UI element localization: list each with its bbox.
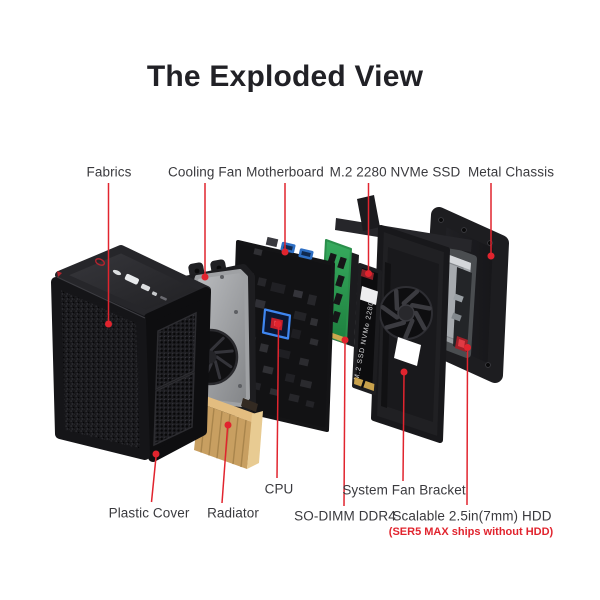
leader-dot-cpu [274, 320, 282, 328]
label-hdd: Scalable 2.5in(7mm) HDD [392, 508, 552, 524]
bracket-fan-blades [380, 288, 432, 340]
leader-dot-fabrics [105, 320, 112, 328]
power-button [94, 258, 106, 266]
label-motherboard: Motherboard [246, 164, 324, 180]
label-plastic-cover: Plastic Cover [108, 505, 190, 521]
leader-dot-bracket [400, 368, 408, 376]
label-m2-ssd: M.2 2280 NVMe SSD [329, 164, 461, 180]
leader-dot-m2-ssd [365, 270, 372, 277]
label-metal-chassis: Metal Chassis [467, 164, 555, 180]
leader-line-plastic-cover [150, 456, 157, 503]
label-hdd-note: (SER5 MAX ships without HDD) [388, 526, 554, 538]
leader-line-cpu [276, 326, 280, 479]
leader-dot-cooling-fan [201, 273, 209, 281]
label-cooling-fan: Cooling Fan [168, 164, 242, 180]
radiator-illustration [194, 395, 263, 469]
leader-lines [107, 183, 492, 507]
leader-line-so-dimm [343, 342, 346, 507]
m2-ssd-illustration: M.2 SSD NVMe 2280 [352, 263, 382, 395]
side-vents [153, 311, 197, 447]
leader-dot-so-dimm [341, 336, 349, 344]
motherboard-illustration [230, 236, 335, 432]
plastic-cover-illustration [51, 245, 211, 462]
leader-line-hdd [466, 350, 469, 506]
leader-line-bracket [402, 374, 405, 482]
motherboard-chips [240, 248, 319, 408]
label-cpu: CPU [264, 481, 294, 497]
page-title: The Exploded View [146, 60, 424, 93]
system-fan-bracket-illustration [335, 195, 472, 443]
leader-dot-radiator [224, 421, 232, 429]
label-so-dimm: SO-DIMM DDR4 [294, 508, 396, 524]
label-radiator: Radiator [207, 505, 259, 521]
leader-dots [105, 248, 495, 458]
label-system-fan-bracket: System Fan Bracket [342, 482, 466, 498]
leader-line-radiator [221, 427, 229, 504]
leader-dot-metal-chassis [487, 252, 495, 260]
label-fabrics: Fabrics [86, 164, 132, 180]
leader-dot-plastic-cover [152, 450, 160, 458]
top-ports [94, 258, 167, 301]
leader-dot-hdd [464, 344, 471, 351]
leader-dot-motherboard [281, 248, 289, 256]
